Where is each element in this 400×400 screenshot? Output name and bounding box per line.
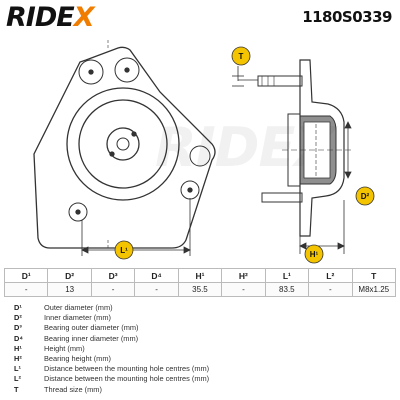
spec-value-t: M8x1.25 <box>351 282 396 297</box>
t-label: T <box>239 52 244 61</box>
legend-symbol: D⁴ <box>14 333 23 343</box>
spec-header-l1: L¹ <box>264 268 310 283</box>
legend: D¹ Outer diameter (mm) D² Inner diameter (… <box>14 303 209 395</box>
spec-header-row: D¹ D² D³ D⁴ H¹ H² L¹ L² T <box>3 268 396 283</box>
h1-marker <box>304 244 324 264</box>
lower-stud <box>261 192 303 203</box>
spec-value-d2: 13 <box>47 282 92 297</box>
outer-ring <box>66 87 180 201</box>
middle-ring <box>78 99 168 189</box>
spec-header-t: T <box>351 268 396 283</box>
spec-header-d3: D³ <box>90 268 136 283</box>
mount-body <box>299 59 345 237</box>
d2-marker <box>355 186 375 206</box>
dimension-l1 <box>81 198 191 256</box>
legend-symbol: D² <box>14 313 22 323</box>
legend-description: Height (mm) <box>44 343 85 353</box>
side-view <box>257 59 352 237</box>
spec-value-h1: 35.5 <box>177 282 223 297</box>
spec-value-d4: - <box>134 282 179 297</box>
legend-symbol: D³ <box>14 323 22 333</box>
legend-item: L² Distance between the mounting hole cen… <box>14 374 209 384</box>
center-bore <box>116 137 130 151</box>
upper-stud <box>257 75 303 87</box>
legend-description: Bearing inner diameter (mm) <box>44 333 139 343</box>
brand-logo-text: RIDE <box>6 2 75 33</box>
legend-description: Bearing outer diameter (mm) <box>44 323 139 333</box>
legend-symbol: D¹ <box>14 303 22 312</box>
legend-symbol: H¹ <box>14 343 22 353</box>
dimension-d2 <box>344 121 352 179</box>
legend-description: Inner diameter (mm) <box>44 313 111 323</box>
spec-value-h2: - <box>221 282 266 297</box>
legend-item: L¹ Distance between the mounting hole cen… <box>14 364 209 374</box>
mounting-hole-bottom <box>68 202 88 222</box>
spec-header-d4: D⁴ <box>134 268 179 283</box>
technical-drawing: L¹ T D² H¹ <box>33 40 375 264</box>
spec-table: D¹ D² D³ D⁴ H¹ H² L¹ L² T - 13 - - 35.5 … <box>3 268 396 297</box>
legend-symbol: H² <box>14 354 22 364</box>
mount-inner <box>287 113 301 187</box>
l1-marker <box>114 240 134 260</box>
legend-description: Thread size (mm) <box>44 384 102 394</box>
mounting-hole-right <box>189 145 211 167</box>
legend-item: H² Bearing height (mm) <box>14 354 209 364</box>
spec-value-l1: 83.5 <box>264 282 310 297</box>
t-marker <box>231 46 251 66</box>
spec-header-h1: H¹ <box>177 268 223 283</box>
spec-value-l2: - <box>308 282 353 297</box>
legend-item: D⁴ Bearing inner diameter (mm) <box>14 334 209 344</box>
h1-label: H¹ <box>310 250 319 259</box>
legend-symbol: T <box>14 384 19 394</box>
legend-item: H¹ Height (mm) <box>14 344 209 354</box>
mounting-hole-top <box>114 57 140 83</box>
spec-value-d3: - <box>90 282 136 297</box>
spec-value-d1: - <box>3 282 49 297</box>
legend-item: D¹ Outer diameter (mm) <box>14 303 209 313</box>
spec-header-l2: L² <box>308 268 353 283</box>
legend-description: Outer diameter (mm) <box>44 303 113 312</box>
l1-label: L¹ <box>120 246 128 255</box>
legend-item: T Thread size (mm) <box>14 385 209 395</box>
spec-header-d2: D² <box>47 268 92 283</box>
inner-ring <box>106 127 140 161</box>
front-view <box>33 40 216 250</box>
dimension-t <box>232 66 258 87</box>
mounting-hole-left <box>78 59 104 85</box>
legend-item: D³ Bearing outer diameter (mm) <box>14 323 209 333</box>
d2-label: D² <box>361 192 370 201</box>
legend-item: D² Inner diameter (mm) <box>14 313 209 323</box>
legend-symbol: L² <box>14 374 21 384</box>
spec-header-h2: H² <box>221 268 266 283</box>
legend-description: Distance between the mounting hole centr… <box>44 374 210 384</box>
legend-description: Bearing height (mm) <box>44 354 111 364</box>
legend-description: Distance between the mounting hole centr… <box>44 364 210 374</box>
spec-header-d1: D¹ <box>3 268 49 283</box>
plate-outline <box>33 46 216 249</box>
legend-symbol: L¹ <box>14 364 21 374</box>
part-number: 1180S0339 <box>302 8 392 26</box>
dimension-h1 <box>299 200 345 254</box>
brand-logo: RIDEX <box>6 2 95 33</box>
spec-value-row: - 13 - - 35.5 - 83.5 - M8x1.25 <box>3 282 396 297</box>
brand-logo-x: X <box>73 2 95 33</box>
